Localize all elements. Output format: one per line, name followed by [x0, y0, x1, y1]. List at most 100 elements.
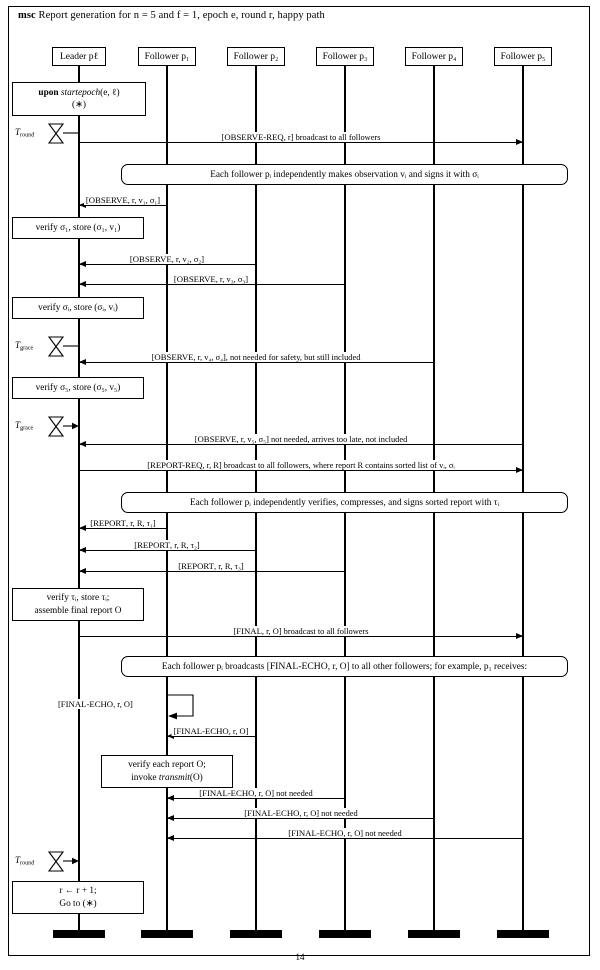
timer-subscript: round: [20, 132, 35, 139]
msg-final-echo-self-p1-label: [FINAL-ECHO, r, O]: [56, 699, 135, 709]
instance-head-follower-1[interactable]: Follower p₁: [138, 47, 196, 66]
msg-final-line: [79, 636, 523, 638]
instance-label: Follower p₃: [322, 52, 368, 62]
action-box-text: r ← r + 1;Go to (∗): [59, 886, 97, 909]
timer-t-round-start-label: Tround: [15, 127, 34, 138]
msg-final-label: [FINAL, r, O] broadcast to all followers: [231, 626, 371, 636]
timer-name: T: [15, 340, 21, 350]
msg-observe-1-line: [79, 205, 167, 207]
instance-label: Follower p₂: [233, 52, 279, 62]
msg-report-req-label: [REPORT-REQ, r, R] broadcast to all foll…: [145, 460, 457, 470]
action-box-text: verify σᵢ, store (σᵢ, vᵢ): [38, 302, 118, 313]
terminator-follower-4: [408, 930, 460, 938]
instance-head-leader[interactable]: Leader pℓ: [52, 47, 106, 66]
msg-final-echo-from-p4-line: [167, 818, 434, 820]
terminator-follower-5: [497, 930, 549, 938]
msg-observe-3-line: [79, 284, 345, 286]
msg-final-echo-from-p3-label: [FINAL-ECHO, r, O] not needed: [197, 788, 315, 798]
msg-observe-5-line: [79, 444, 523, 446]
instance-head-follower-3[interactable]: Follower p₃: [316, 47, 374, 66]
verify-sigma1-box[interactable]: verify σ₁, store (σ₁, v₁): [12, 217, 144, 239]
instance-head-follower-4[interactable]: Follower p₄: [405, 47, 463, 66]
msg-final-echo-from-p4-label: [FINAL-ECHO, r, O] not needed: [242, 808, 360, 818]
condition-text: Each follower pᵢ independently verifies,…: [189, 497, 500, 508]
timer-t-grace-second-label: Tgrace: [15, 420, 33, 431]
msg-observe-2-label: [OBSERVE, r, v₂, σ₂]: [127, 254, 207, 264]
timer-t-round-end-label: Tround: [15, 855, 34, 866]
instance-label: Leader pℓ: [59, 52, 99, 62]
condition-text: Each follower pᵢ independently makes obs…: [210, 169, 479, 180]
instance-head-follower-5[interactable]: Follower p₅: [494, 47, 552, 66]
msg-report-1-arrowhead: [79, 524, 86, 531]
msg-observe-1-label: [OBSERVE, r, v₁, σ₁]: [83, 195, 163, 205]
terminator-leader: [53, 930, 105, 938]
action-box-text: verify σ₅, store (σ₅, v₅): [35, 382, 121, 393]
msg-observe-4-arrowhead: [79, 358, 86, 365]
timer-t-round-start[interactable]: [48, 123, 81, 145]
verify-sigma5-box[interactable]: verify σ₅, store (σ₅, v₅): [12, 377, 144, 399]
timer-t-grace-second[interactable]: [48, 416, 81, 438]
followers-observe-condition[interactable]: Each follower pᵢ independently makes obs…: [121, 164, 568, 185]
msg-final-echo-from-p2-line: [167, 736, 256, 738]
msg-final-echo-from-p5-line: [167, 838, 523, 840]
msg-report-1-line: [79, 528, 167, 530]
msg-observe-3-arrowhead: [79, 280, 86, 287]
verify-each-report-box[interactable]: verify each report O;invoke transmit(O): [101, 755, 233, 788]
msg-report-3-line: [79, 571, 345, 573]
msg-report-2-label: [REPORT, r, R, τ₂]: [132, 540, 202, 550]
page-number: 14: [295, 952, 305, 962]
msg-observe-req-label: [OBSERVE-REQ, r] broadcast to all follow…: [219, 132, 383, 142]
msg-report-2-arrowhead: [79, 546, 86, 553]
msg-observe-2-line: [79, 264, 256, 266]
msc-title: msc Report generation for n = 5 and f = …: [18, 10, 325, 21]
timer-name: T: [15, 420, 21, 430]
timer-t-round-end[interactable]: [48, 851, 81, 873]
action-box-text: verify τᵢ, store τᵢ;assemble final repor…: [34, 593, 122, 616]
lifeline-leader: [78, 66, 80, 934]
msg-observe-4-label: [OBSERVE, r, v₄, σ₄], not needed for saf…: [149, 352, 363, 362]
timer-t-grace-first[interactable]: [48, 336, 81, 358]
msg-observe-5-label: [OBSERVE, r, v₅, σ₅] not needed, arrives…: [192, 434, 410, 444]
msg-observe-5-arrowhead: [79, 440, 86, 447]
msc-title-text: Report generation for n = 5 and f = 1, e…: [38, 10, 325, 21]
upon-startepoch-box[interactable]: upon startepoch(e, ℓ)(∗): [12, 82, 146, 116]
msg-report-1-label: [REPORT, r, R, τ₁]: [88, 518, 158, 528]
timer-t-grace-first-label: Tgrace: [15, 340, 33, 351]
increment-round-box[interactable]: r ← r + 1;Go to (∗): [12, 881, 144, 914]
msg-observe-4-line: [79, 362, 434, 364]
condition-text: Each follower pᵢ broadcasts [FINAL-ECHO,…: [161, 660, 528, 672]
instance-label: Follower p₁: [144, 52, 190, 62]
msg-final-echo-self-p1-loop: [167, 694, 194, 720]
msg-final-echo-from-p3-line: [167, 798, 345, 800]
instance-head-follower-2[interactable]: Follower p₂: [227, 47, 285, 66]
action-box-text: upon startepoch(e, ℓ)(∗): [38, 87, 120, 111]
instance-label: Follower p₄: [411, 52, 457, 62]
msg-final-echo-from-p4-arrowhead: [167, 814, 174, 821]
verify-tau-assemble-box[interactable]: verify τᵢ, store τᵢ;assemble final repor…: [12, 588, 144, 621]
msg-final-echo-from-p5-label: [FINAL-ECHO, r, O] not needed: [286, 828, 404, 838]
timer-name: T: [15, 127, 21, 137]
timer-subscript: grace: [20, 425, 34, 432]
msg-final-echo-from-p2-label: [FINAL-ECHO, r, O]: [171, 726, 251, 736]
followers-broadcast-echo-condition[interactable]: Each follower pᵢ broadcasts [FINAL-ECHO,…: [121, 656, 568, 677]
action-box-text: verify each report O;invoke transmit(O): [128, 760, 206, 783]
followers-sign-report-condition[interactable]: Each follower pᵢ independently verifies,…: [121, 492, 568, 513]
msc-frame: [8, 6, 590, 956]
msg-final-echo-from-p5-arrowhead: [167, 834, 174, 841]
timer-subscript: grace: [20, 345, 34, 352]
action-box-text: verify σ₁, store (σ₁, v₁): [35, 222, 121, 233]
verify-sigmai-box[interactable]: verify σᵢ, store (σᵢ, vᵢ): [12, 297, 144, 319]
terminator-follower-2: [230, 930, 282, 938]
msg-observe-req-line: [79, 142, 523, 144]
msg-report-req-line: [79, 470, 523, 472]
msg-report-2-line: [79, 550, 256, 552]
msg-report-req-arrowhead: [516, 466, 523, 473]
msg-report-3-label: [REPORT, r, R, τ₃]: [176, 561, 246, 571]
timer-subscript: round: [20, 860, 35, 867]
msg-observe-3-label: [OBSERVE, r, v₃, σ₃]: [171, 274, 251, 284]
msg-final-arrowhead: [516, 632, 523, 639]
terminator-follower-3: [319, 930, 371, 938]
msg-observe-2-arrowhead: [79, 260, 86, 267]
msg-final-echo-from-p3-arrowhead: [167, 794, 174, 801]
